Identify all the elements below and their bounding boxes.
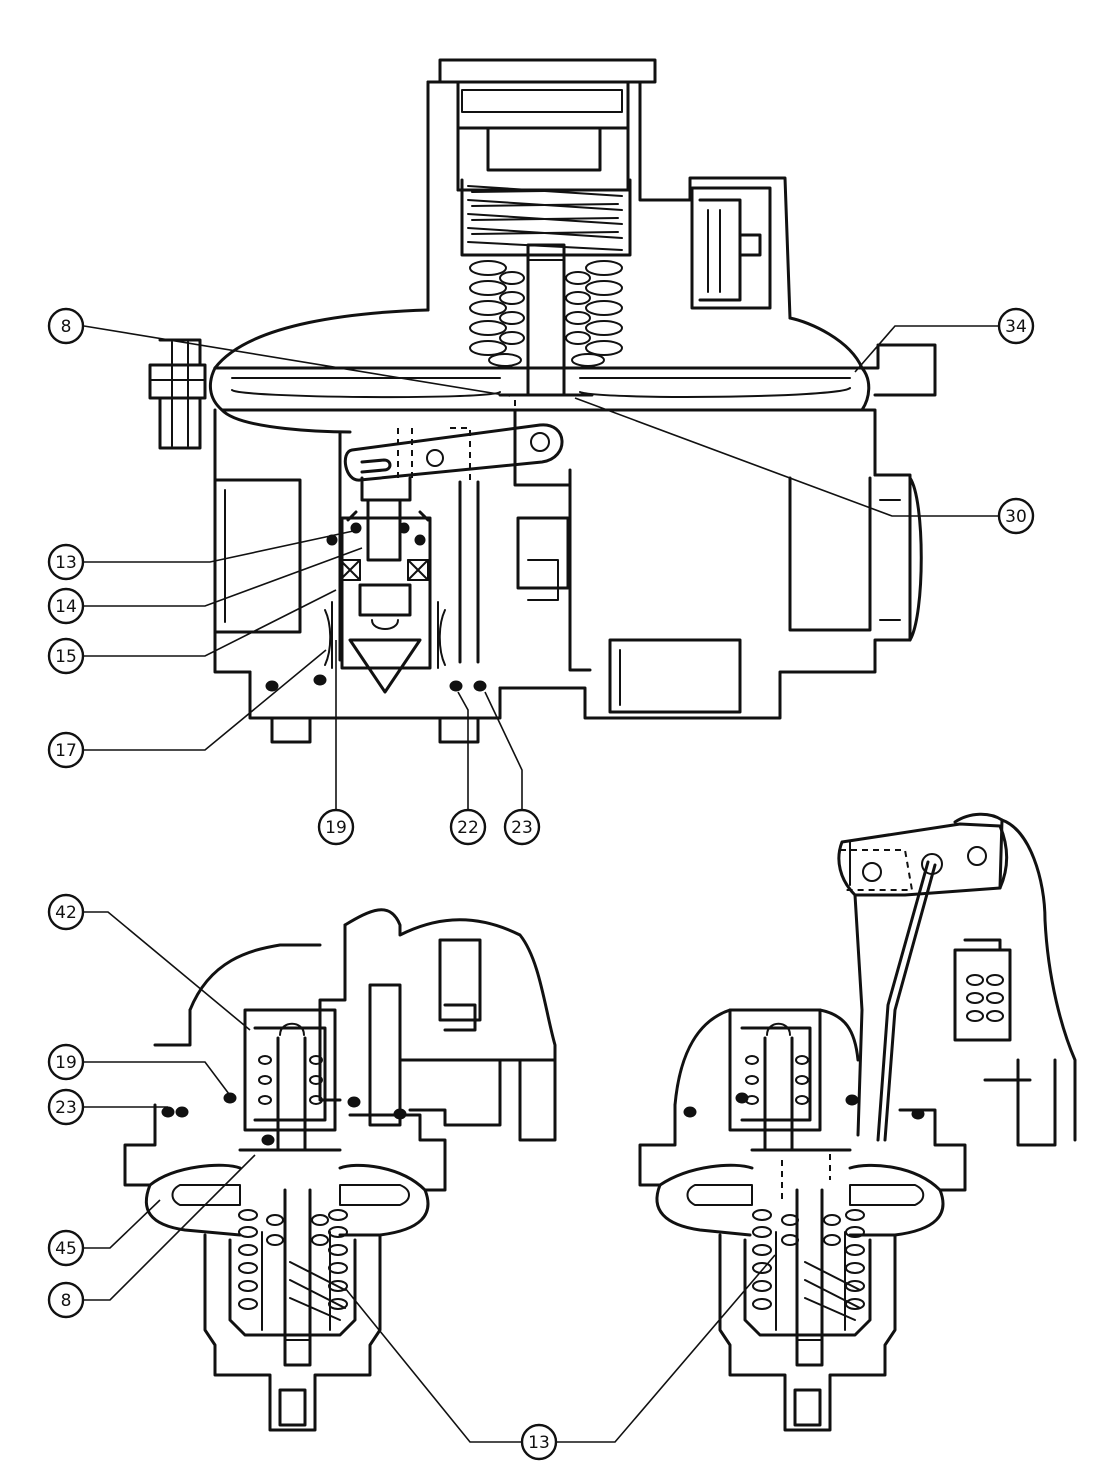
callout-label: 8 — [61, 317, 72, 337]
callout-label: 34 — [1005, 317, 1027, 337]
callout-42: 42 — [47, 893, 85, 931]
callout-22: 22 — [449, 808, 487, 846]
callout-8-top: 8 — [47, 307, 85, 345]
callout-label: 8 — [61, 1291, 72, 1311]
callout-13-bottom: 13 — [520, 1423, 558, 1461]
callout-label: 22 — [457, 818, 479, 838]
secondary-section-right — [638, 812, 1077, 1432]
callout-label: 13 — [55, 553, 77, 573]
secondary-section-left — [123, 908, 557, 1432]
callout-label: 15 — [55, 647, 77, 667]
valve-lever — [343, 400, 572, 487]
callout-label: 42 — [55, 903, 77, 923]
callout-13-top: 13 — [47, 543, 85, 581]
callout-label: 14 — [55, 597, 77, 617]
flange-bolt — [148, 338, 207, 450]
callout-8-bottom: 8 — [47, 1281, 85, 1319]
callout-30: 30 — [997, 497, 1035, 535]
callout-label: 19 — [55, 1053, 77, 1073]
callout-label: 45 — [55, 1239, 77, 1259]
callout-17: 17 — [47, 731, 85, 769]
valve-cartridge — [265, 476, 487, 694]
spring-bonnet — [426, 58, 792, 320]
callout-19-bottom: 19 — [47, 1043, 85, 1081]
valve-body — [213, 408, 923, 744]
callout-label: 17 — [55, 741, 77, 761]
callout-label: 23 — [511, 818, 533, 838]
callout-34: 34 — [997, 307, 1035, 345]
diaphragm-housing — [208, 308, 937, 477]
main-spring — [460, 178, 632, 257]
callout-bubbles: 8 34 30 13 14 15 17 19 — [47, 307, 1035, 1461]
callout-label: 30 — [1005, 507, 1027, 527]
leader-lines — [83, 325, 998, 1443]
inner-spring-and-stem — [469, 243, 623, 397]
callout-15: 15 — [47, 637, 85, 675]
callout-label: 13 — [528, 1433, 550, 1453]
callout-label: 19 — [325, 818, 347, 838]
callout-19-top: 19 — [317, 808, 355, 846]
callout-23-bottom: 23 — [47, 1088, 85, 1126]
callout-23-top: 23 — [503, 808, 541, 846]
callout-45: 45 — [47, 1229, 85, 1267]
main-regulator-section — [148, 58, 937, 744]
callout-14: 14 — [47, 587, 85, 625]
callout-label: 23 — [55, 1098, 77, 1118]
